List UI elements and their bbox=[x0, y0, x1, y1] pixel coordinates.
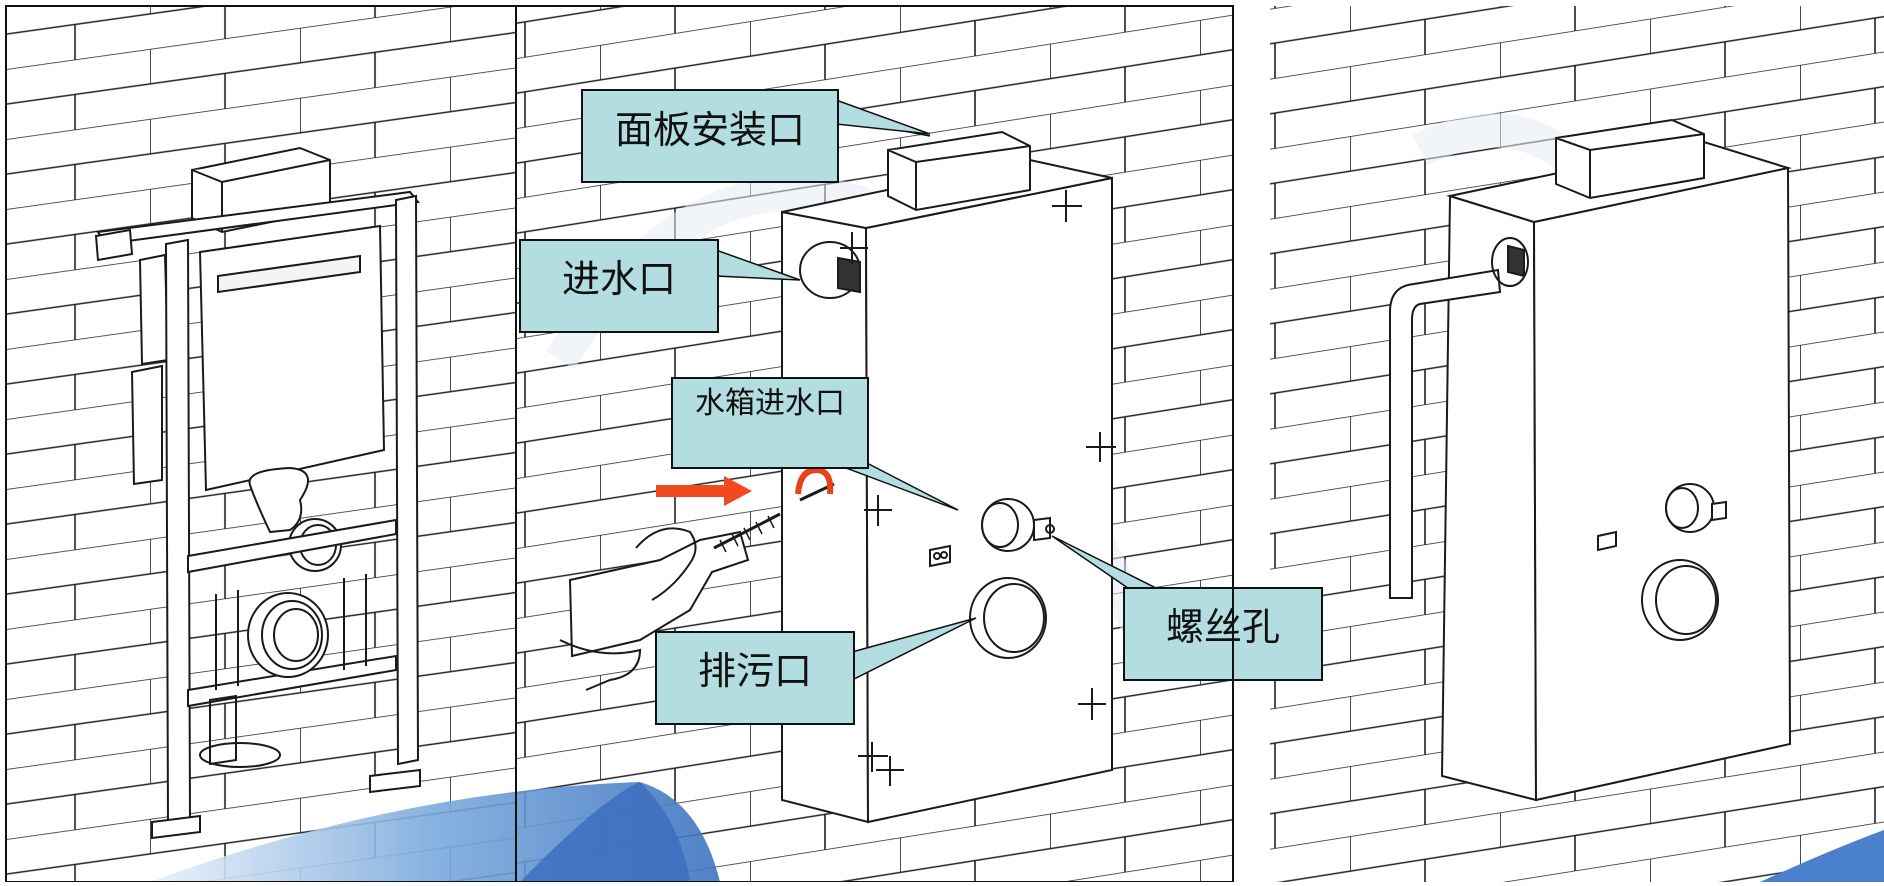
callout-water-inlet-label: 进水口 bbox=[562, 257, 676, 301]
installation-frame bbox=[94, 146, 421, 840]
callout-drain-outlet: 排污口 bbox=[655, 617, 977, 725]
callout-tank-inlet: 水箱进水口 bbox=[671, 377, 959, 511]
callout-drain-outlet-label: 排污口 bbox=[698, 649, 812, 693]
callout-panel-opening-label: 面板安装口 bbox=[615, 108, 805, 152]
tank-box-right bbox=[1389, 118, 1792, 802]
callout-panel-opening: 面板安装口 bbox=[581, 89, 931, 183]
callout-water-inlet: 进水口 bbox=[519, 239, 801, 333]
callout-screw-hole: 螺丝孔 bbox=[1051, 535, 1323, 681]
drill-icon bbox=[559, 482, 835, 691]
callout-screw-hole-label: 螺丝孔 bbox=[1166, 605, 1280, 649]
right-arrow-icon bbox=[656, 476, 752, 506]
hook-icon bbox=[795, 466, 834, 495]
brand-swoosh bbox=[150, 782, 1884, 882]
callout-tank-inlet-label: 水箱进水口 bbox=[695, 386, 845, 421]
